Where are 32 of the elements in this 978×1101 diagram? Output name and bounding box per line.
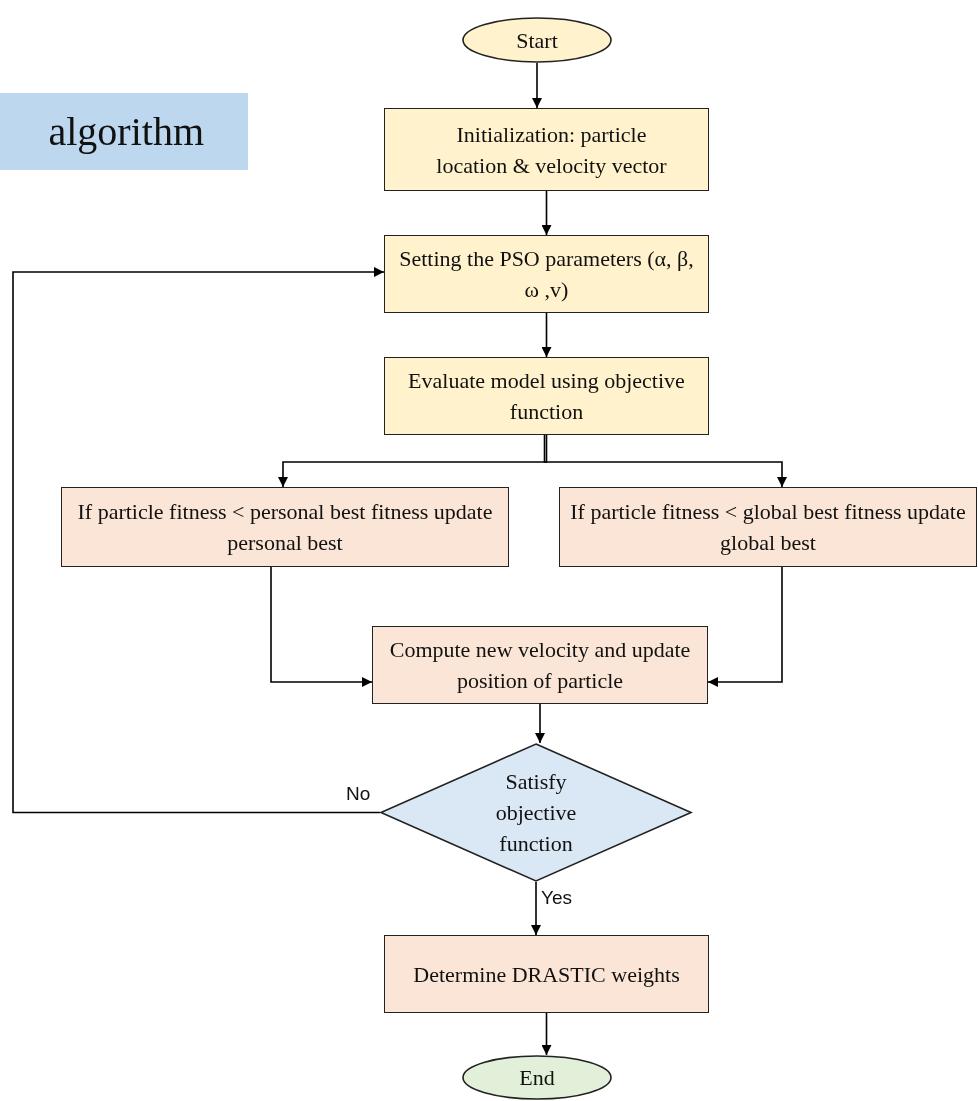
decision-diamond — [380, 743, 692, 882]
node-text: Start — [516, 26, 558, 55]
terminal-ellipse — [462, 17, 612, 63]
process-box — [61, 487, 509, 567]
node-text: Satisfy objective function — [494, 768, 578, 858]
node-text: If particle fitness < global best fitness update global best — [569, 498, 967, 557]
process-box — [384, 935, 709, 1013]
process-box — [384, 108, 709, 191]
arrow — [543, 434, 787, 488]
arrow — [535, 703, 545, 744]
arrow — [12, 267, 385, 814]
process-box — [372, 626, 708, 704]
arrow — [707, 566, 783, 687]
process-box — [384, 235, 709, 313]
arrow — [541, 312, 552, 358]
process-box — [559, 487, 977, 567]
arrow — [270, 566, 373, 687]
arrow — [278, 434, 548, 488]
arrow — [541, 190, 552, 236]
node-text: Initialization: particle location & velocity vector — [435, 120, 668, 180]
node-text: If particle fitness < personal best fitness update personal best — [76, 498, 494, 557]
terminal-ellipse — [462, 1055, 612, 1100]
arrow — [532, 62, 542, 109]
node-text: Setting the PSO parameters (α, β, ω ,v) — [398, 245, 695, 304]
process-box — [384, 357, 709, 435]
node-text: End — [519, 1064, 555, 1092]
arrow — [531, 881, 541, 936]
node-text: Determine DRASTIC weights — [413, 960, 680, 989]
node-text: Evaluate model using objective function — [407, 367, 686, 426]
title: algorithm — [0, 93, 248, 170]
node-text: Compute new velocity and update position of particle — [388, 636, 692, 695]
arrow — [541, 1012, 552, 1056]
